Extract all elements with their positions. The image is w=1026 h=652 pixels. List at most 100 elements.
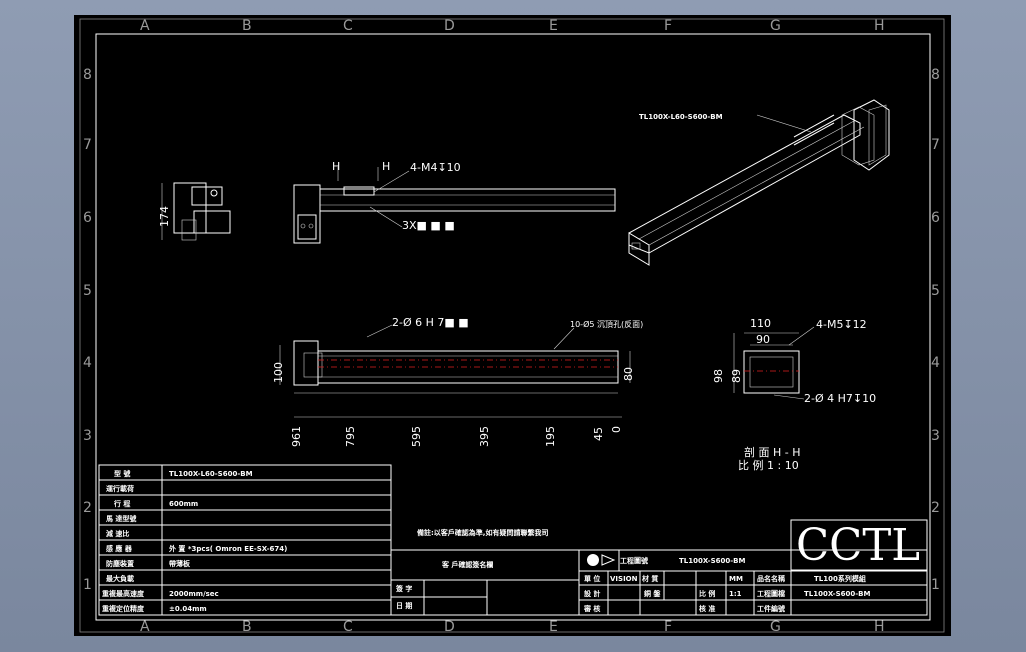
title-block: CCTL 工程圖號 TL100X-S600-BM 單 位 VISION 材 質 … [578, 519, 928, 616]
zone-rows-right: 8 7 6 5 4 3 2 1 [931, 67, 940, 593]
zone-col: G [770, 18, 781, 34]
front-x-dim: 45 [592, 427, 605, 441]
side-height-dim: 174 [158, 206, 171, 227]
zone-row: 3 [83, 428, 92, 444]
company-logo: CCTL [796, 520, 920, 571]
section-width-inner: 90 [756, 333, 770, 346]
unit-label: 單 位 [584, 574, 600, 583]
section-height-inner: 89 [730, 369, 743, 383]
zone-row: 7 [83, 137, 92, 153]
zone-col: A [140, 18, 150, 34]
zone-col: F [664, 18, 672, 34]
section-height-outer: 98 [712, 369, 725, 383]
material-label: 材 質 [641, 574, 658, 583]
zone-columns-bottom: A B C D E F G H [140, 619, 885, 635]
zone-col: B [242, 619, 252, 635]
zone-row: 8 [83, 67, 92, 83]
spec-label: 減 速比 [106, 529, 129, 538]
top-tapped-holes-label: 4-M4↧10 [410, 161, 461, 174]
spec-value: 外 置 *3pcs( Omron EE-SX-674) [169, 544, 287, 553]
spec-label: 運行載荷 [106, 484, 134, 493]
top-view: H H 4-M4↧10 3X■ ■ ■ [293, 160, 616, 244]
customer-confirm-label: 客 戶確認簽名欄 [441, 560, 493, 569]
scale-value: 1:1 [729, 590, 742, 598]
top-slot-label: 3X■ ■ ■ [402, 219, 455, 232]
front-pin-holes-label: 2-Ø 6 H 7■ ■ [392, 316, 469, 329]
spec-label: 重複最高速度 [102, 589, 145, 598]
spec-value: 2000mm/sec [169, 590, 219, 598]
zone-rows-left: 8 7 6 5 4 3 2 1 [83, 67, 92, 593]
zone-row: 2 [83, 500, 92, 516]
zone-col: E [549, 18, 558, 34]
spec-label: 重複定位精度 [102, 604, 145, 613]
inner-frame [95, 33, 931, 621]
zone-row: 1 [83, 577, 92, 593]
zone-col: D [444, 18, 455, 34]
unit-value: MM [729, 575, 743, 583]
section-pins-label: 2-Ø 4 H7↧10 [804, 392, 876, 405]
date-label: 日 期 [396, 601, 412, 610]
section-view: 110 90 98 89 4-M5↧12 2-Ø 4 H7↧10 剖 面 H -… [712, 317, 876, 472]
iso-callout-label: TL100X-L60-S600-BM [639, 113, 723, 121]
front-x-dim: 395 [478, 426, 491, 447]
front-x-dim: 595 [410, 426, 423, 447]
zone-col: C [343, 619, 353, 635]
front-height-right: 80 [622, 367, 635, 381]
zone-col: B [242, 18, 252, 34]
zone-col: H [874, 619, 885, 635]
zone-row: 7 [931, 137, 940, 153]
zone-col: F [664, 619, 672, 635]
zone-col: G [770, 619, 781, 635]
zone-row: 6 [83, 210, 92, 226]
remark-note: 備註:以客戶確認為準,如有疑問請聯繫我司 [417, 528, 548, 537]
projection-symbol-icon [587, 554, 599, 566]
front-through-holes-label: 10-Ø5 沉頂孔(反面) [570, 319, 643, 329]
zone-col: C [343, 18, 353, 34]
view-label: 工程圖號 [620, 556, 648, 565]
drawing-no-label: 工件編號 [757, 604, 785, 613]
front-x-dim: 0 [610, 426, 623, 433]
spec-value: 帶薄板 [169, 559, 191, 568]
spec-label: 行 程 [113, 499, 130, 508]
section-scale: 比 例 1 : 10 [738, 458, 799, 472]
zone-row: 5 [931, 283, 940, 299]
drawing-model: TL100X-S600-BM [679, 557, 745, 565]
front-height-left: 100 [272, 362, 285, 383]
zone-row: 1 [931, 577, 940, 593]
spec-value: 600mm [169, 500, 198, 508]
drawing-no-value: TL100X-S600-BM [804, 590, 870, 598]
zone-row: 8 [931, 67, 940, 83]
zone-row: 5 [83, 283, 92, 299]
section-mark-right: H [382, 160, 390, 173]
zone-row: 6 [931, 210, 940, 226]
drawing-sheet: A B C D E F G H A B C D E F G H 8 7 6 5 … [74, 15, 951, 636]
spec-label: 感 應 器 [106, 544, 133, 553]
front-view: 2-Ø 6 H 7■ ■ 10-Ø5 沉頂孔(反面) 100 80 961 79… [272, 316, 643, 447]
spec-value: TL100X-L60-S600-BM [169, 470, 253, 478]
zone-col: A [140, 619, 150, 635]
zone-col: H [874, 18, 885, 34]
zone-row: 2 [931, 500, 940, 516]
scale-label: 比 例 [699, 589, 715, 598]
spec-label: 馬 達型號 [106, 514, 136, 523]
customer-confirm-box: 客 戶確認簽名欄 簽 字 日 期 [390, 549, 580, 616]
part-label: 品名名稱 [757, 574, 785, 583]
side-view: 174 [158, 182, 231, 241]
front-x-dim: 195 [544, 426, 557, 447]
review-label: 核 准 [699, 604, 715, 613]
zone-col: E [549, 619, 558, 635]
section-tapped-label: 4-M5↧12 [816, 318, 867, 331]
section-width-outer: 110 [750, 317, 771, 330]
checker-label: 審 核 [583, 604, 600, 613]
section-mark-left: H [332, 160, 340, 173]
version-label: VISION [610, 575, 638, 583]
drawing-file-label: 工程圖檔 [757, 589, 785, 598]
spec-value: ±0.04mm [169, 605, 207, 613]
section-caption: 剖 面 H - H [744, 445, 801, 459]
zone-columns-top: A B C D E F G H [140, 18, 885, 34]
zone-row: 4 [83, 355, 92, 371]
designer-label: 設 計 [584, 589, 600, 598]
zone-row: 4 [931, 355, 940, 371]
isometric-view: TL100X-L60-S600-BM [628, 99, 890, 266]
front-x-dim: 795 [344, 426, 357, 447]
